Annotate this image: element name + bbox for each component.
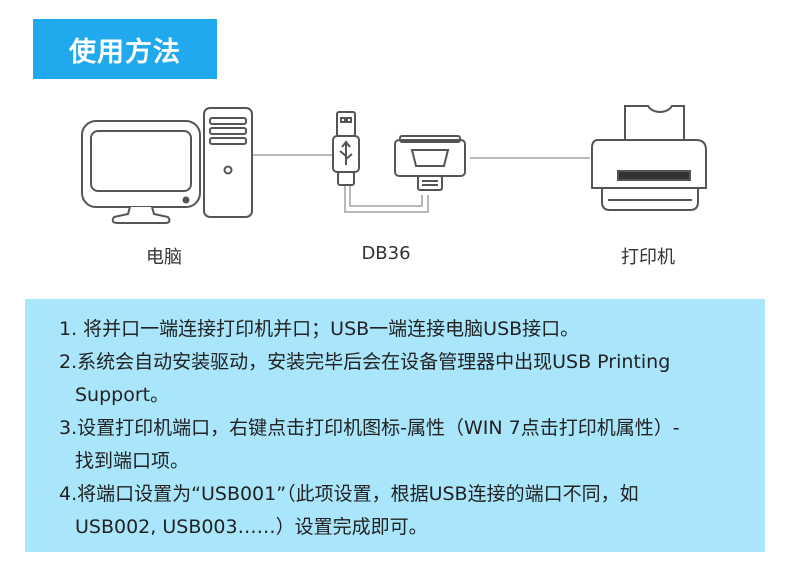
label-printer: 打印机: [621, 247, 675, 268]
step-3: 3.设置打印机端口，右键点击打印机图标-属性（WIN 7点击打印机属性）- 找到…: [59, 412, 749, 478]
cable-lines: [250, 154, 590, 213]
pc-tower-icon: [203, 107, 253, 218]
instructions-panel: 1. 将并口一端连接打印机并口；USB一端连接电脑USB接口。 2.系统会自动安…: [25, 299, 765, 552]
title-badge: 使用方法: [33, 19, 217, 79]
page-title: 使用方法: [69, 36, 181, 68]
label-adapter: DB36: [361, 243, 411, 264]
printer-icon: [591, 105, 707, 211]
step-4-text: 4.将端口设置为“USB001”（此项设置，根据USB连接的端口不同，如: [59, 483, 639, 505]
db36-connector-icon: [394, 135, 466, 191]
step-3-continued: 找到端口项。: [75, 450, 190, 472]
label-computer: 电脑: [146, 247, 182, 268]
step-4: 4.将端口设置为“USB001”（此项设置，根据USB连接的端口不同，如 USB…: [59, 478, 749, 544]
step-1: 1. 将并口一端连接打印机并口；USB一端连接电脑USB接口。: [59, 313, 749, 346]
monitor-icon: [81, 120, 201, 224]
step-2-text: 2.系统会自动安装驱动，安装完毕后会在设备管理器中出现USB Printing: [59, 351, 671, 373]
connection-diagram: [81, 105, 707, 224]
step-4-continued: USB002, USB003……）设置完成即可。: [75, 516, 428, 538]
step-3-text: 3.设置打印机端口，右键点击打印机图标-属性（WIN 7点击打印机属性）-: [59, 417, 680, 439]
usb-plug-icon: [332, 111, 360, 186]
step-2-continued: Support。: [75, 384, 170, 406]
step-1-text: 1. 将并口一端连接打印机并口；USB一端连接电脑USB接口。: [59, 318, 580, 340]
step-2: 2.系统会自动安装驱动，安装完毕后会在设备管理器中出现USB Printing …: [59, 346, 749, 412]
